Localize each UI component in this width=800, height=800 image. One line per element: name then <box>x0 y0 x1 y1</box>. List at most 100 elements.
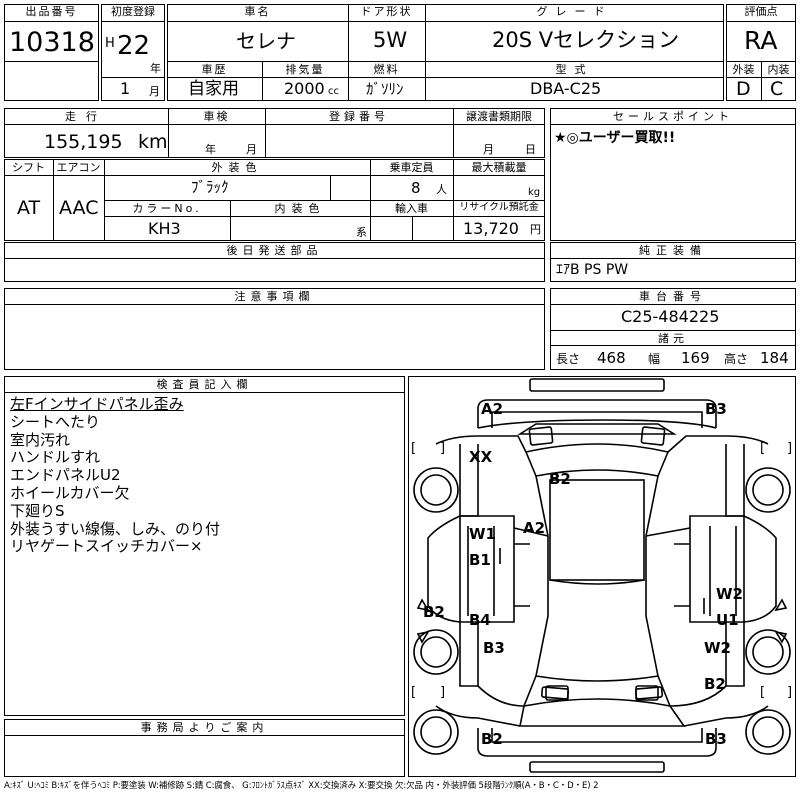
bracket-mark: ] <box>440 685 446 700</box>
damage-mark: A2 <box>481 400 504 418</box>
transfer-month-unit: 月 <box>483 143 494 156</box>
height: 184 <box>760 349 789 367</box>
inspector-line: ハンドルすれ <box>10 448 101 467</box>
int-color-unit: 系 <box>356 226 367 239</box>
lot-box <box>4 4 99 101</box>
bracket-mark: ] <box>787 685 793 700</box>
width-label: 幅 <box>648 352 661 366</box>
chassis-label: 車台番号 <box>639 290 707 303</box>
import-label: 輸入車 <box>395 202 428 215</box>
model: DBA-C25 <box>530 79 602 98</box>
office-label: 事務局よりご案内 <box>140 721 269 734</box>
door-label: ドア形状 <box>360 5 413 18</box>
inspector-line: 左Fインサイドパネル歪み <box>10 395 184 413</box>
lot-label: 出品番号 <box>25 5 78 18</box>
shift: AT <box>17 197 41 219</box>
inspector-box <box>4 376 405 716</box>
damage-mark: B1 <box>469 551 491 569</box>
exterior-grade: D <box>736 78 751 100</box>
notes-box <box>4 288 545 370</box>
first-reg-box <box>101 4 165 101</box>
damage-mark: W1 <box>469 525 496 543</box>
interior-label: 内装 <box>767 63 790 76</box>
fuel-label: 燃料 <box>373 63 400 76</box>
damage-mark: W2 <box>704 639 731 657</box>
equipment-box <box>550 242 796 282</box>
inspection-label: 車検 <box>203 110 230 123</box>
sales-text: ★◎ユーザー買取!! <box>554 130 676 146</box>
inspector-line: シートへたり <box>10 412 101 431</box>
grade: 20S Vセレクション <box>492 28 680 52</box>
equipment-label: 純正装備 <box>639 244 707 257</box>
damage-mark: A2 <box>523 519 546 537</box>
damage-mark: B2 <box>549 470 571 488</box>
chassis-number: C25-484225 <box>621 307 720 326</box>
recycle-unit: 円 <box>530 223 541 236</box>
legend: A:ｷｽﾞ U:ﾍｺﾐ B:ｷｽﾞを伴うﾍｺﾐ P:要塗装 W:補修跡 S:錆 … <box>4 781 599 791</box>
lot-number: 10318 <box>9 27 95 58</box>
damage-mark: W2 <box>716 585 743 603</box>
int-color-label: 内装色 <box>274 202 326 215</box>
car-name: セレナ <box>236 29 296 53</box>
era: H <box>105 36 115 51</box>
inspection-month-unit: 月 <box>246 143 257 156</box>
car-diagram <box>413 378 791 773</box>
inspection-year-unit: 年 <box>205 143 216 156</box>
damage-mark: B3 <box>705 400 727 418</box>
displacement-label: 排気量 <box>285 63 325 76</box>
inspector-line: エンドパネルU2 <box>10 466 121 485</box>
ext-color: ﾌﾞﾗｯｸ <box>191 178 229 196</box>
bracket-mark: [ <box>411 685 417 700</box>
grade-label: グレード <box>536 5 613 18</box>
office-box <box>4 719 405 777</box>
reg-month: 1 <box>120 79 131 98</box>
mileage-unit: km <box>138 131 168 153</box>
capacity-label: 乗車定員 <box>389 161 434 174</box>
damage-mark: XX <box>469 448 493 466</box>
length: 468 <box>597 349 626 367</box>
bracket-mark: ] <box>787 441 793 456</box>
recycle-amount: 13,720 <box>463 219 519 238</box>
length-label: 長さ <box>556 352 581 366</box>
score-label: 評価点 <box>744 5 778 18</box>
damage-mark: B2 <box>481 730 503 748</box>
fuel: ｶﾞｿﾘﾝ <box>366 80 404 98</box>
parts-label: 後日発送部品 <box>226 244 323 257</box>
reg-year: 22 <box>117 31 151 61</box>
damage-mark: B2 <box>423 603 445 621</box>
dims-label: 諸元 <box>658 332 688 345</box>
transfer-label: 譲渡書類期限 <box>466 110 532 123</box>
parts-box <box>4 242 545 282</box>
inspector-notes: 左Fインサイドパネル歪み シートへたり 室内汚れ ハンドルすれ エンドパネルU2… <box>10 395 221 556</box>
first-reg-label: 初度登録 <box>111 5 155 18</box>
capacity: 8 <box>411 179 421 197</box>
color-no-label: カラーNo. <box>132 202 202 215</box>
year-unit: 年 <box>150 62 161 75</box>
load-label: 最大積載量 <box>471 161 527 174</box>
inspector-line: リヤゲートスイッチカバー× <box>10 537 203 556</box>
damage-mark: U1 <box>716 611 739 629</box>
ext-color-label: 外装色 <box>211 161 263 174</box>
displacement: 2000 <box>284 79 325 98</box>
bracket-mark: ] <box>440 441 446 456</box>
history-label: 車歴 <box>201 63 228 76</box>
month-unit: 月 <box>149 85 160 98</box>
inspector-line: 室内汚れ <box>10 430 71 449</box>
sales-label: セールスポイント <box>613 110 733 123</box>
mileage-row-box <box>4 108 545 158</box>
exterior-label: 外装 <box>732 63 755 76</box>
car-diagram-box <box>408 376 796 777</box>
inspector-line: 外装うすい線傷、しみ、のり付 <box>10 519 221 538</box>
inspector-line: ホイールカバー欠 <box>10 483 130 502</box>
width: 169 <box>681 349 710 367</box>
model-label: 型式 <box>555 63 594 76</box>
bracket-mark: [ <box>411 441 417 456</box>
history: 自家用 <box>188 79 239 99</box>
inspector-line: 下廻りS <box>10 501 65 520</box>
bracket-mark: [ <box>760 441 766 456</box>
name-label: 車名 <box>244 5 271 18</box>
chassis-box <box>550 288 796 370</box>
interior-grade: C <box>770 78 784 100</box>
displacement-unit: cc <box>328 86 339 97</box>
mileage-label: 走行 <box>65 110 107 123</box>
